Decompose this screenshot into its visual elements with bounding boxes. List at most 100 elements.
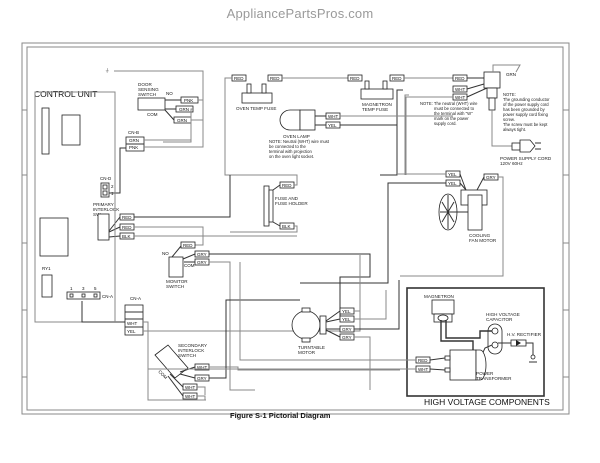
hv-capacitor-label-1: HIGH VOLTAGE: [486, 312, 520, 317]
svg-text:WHT: WHT: [185, 385, 195, 390]
figure-caption: Figure S-1 Pictorial Diagram: [230, 411, 331, 420]
wire-tag-fan-yel1: YEL: [445, 170, 461, 178]
frame-ticks: [22, 109, 569, 378]
note-neutral-cord: NOTE: The neutral (WHT) wire must be con…: [420, 101, 478, 126]
cn-a-connector: 1 3 5 CN-A: [66, 286, 113, 300]
wire-tag-door-grn1: GRN: [175, 105, 194, 113]
wire-tag-pi-red2: RED: [119, 223, 135, 231]
ground-mark: ⏚: [105, 67, 110, 73]
cn-a-block: WHT YEL: [124, 304, 144, 336]
si-label-1: SECONDARY: [178, 343, 207, 348]
wire-tag-mag-red2: RED: [389, 74, 405, 82]
wire-ground-top: [114, 70, 204, 121]
power-cord-label-1: POWER SUPPLY CORD: [500, 156, 552, 161]
svg-text:the terminal with "W": the terminal with "W": [434, 111, 473, 116]
svg-text:COM: COM: [157, 369, 168, 380]
power-cord-terminal-block: [483, 71, 501, 89]
hv-capacitor-label-2: CAPACITOR: [486, 317, 513, 322]
primary-interlock-switch: [97, 213, 110, 241]
cn-d-connector: CN-D 2 1: [100, 176, 114, 198]
wire-tag-fh-blk: BLK: [279, 222, 295, 230]
wire-tag-fan-gry: GRY: [483, 173, 499, 181]
turntable-motor: [291, 310, 321, 340]
svg-text:GRY: GRY: [342, 335, 352, 340]
svg-text:PNK: PNK: [129, 145, 138, 150]
svg-text:NOTE: The neutral (WHT) wire: NOTE: The neutral (WHT) wire: [420, 101, 478, 106]
svg-text:WHT: WHT: [185, 394, 195, 399]
svg-text:must be connected to: must be connected to: [434, 106, 475, 111]
svg-text:mark on the power: mark on the power: [434, 116, 469, 121]
svg-text:GRN: GRN: [179, 107, 189, 112]
cooling-fan-motor: [467, 194, 483, 231]
fuse: [268, 189, 274, 223]
wire-tag-sec-wht3: WHT: [182, 392, 198, 400]
wire-tag-fuse-red1: RED: [231, 74, 247, 82]
svg-text:power supply cord fixing: power supply cord fixing: [503, 112, 549, 117]
svg-text:RED: RED: [122, 215, 132, 220]
svg-text:YEL: YEL: [342, 317, 351, 322]
fuse-holder-label-2: FUSE HOLDER: [275, 201, 308, 206]
fuse-holder-label-1: FUSE AND: [275, 196, 299, 201]
ry1-relay: [41, 274, 53, 298]
wire-tag-fuse-red2: RED: [267, 74, 283, 82]
wire-tag-cord-red: RED: [452, 74, 468, 82]
hv-section-box: [406, 287, 545, 397]
cn-a-block-label: CN-A: [130, 296, 141, 301]
magnetron: [431, 299, 455, 315]
pi-label-1: PRIMARY: [93, 202, 114, 207]
oven-temp-fuse: [241, 92, 273, 104]
pi-label-2: INTERLOCK: [93, 207, 120, 212]
svg-text:supply cord.: supply cord.: [434, 121, 457, 126]
svg-text:GRY: GRY: [197, 260, 207, 265]
svg-text:NO: NO: [166, 91, 173, 96]
control-unit-transformer: [39, 217, 69, 257]
door-switch-label-2: SENSING: [138, 87, 159, 92]
secondary-interlock-switch: [154, 344, 189, 379]
oven-lamp: [279, 109, 301, 131]
svg-text:RED: RED: [418, 358, 428, 363]
magnetron-label: MAGNETRON: [424, 294, 454, 299]
svg-text:2: 2: [111, 184, 114, 189]
oven-lamp-label: OVEN LAMP: [283, 134, 310, 139]
wire-cna-link: [81, 301, 125, 323]
svg-text:BLK: BLK: [122, 234, 131, 239]
inner-frame: [26, 46, 564, 411]
control-unit-chip: [61, 114, 81, 146]
wire-tag-tt-gry1: GRY: [339, 325, 355, 333]
svg-text:YEL: YEL: [448, 172, 457, 177]
monitor-switch-label-2: SWITCH: [166, 284, 184, 289]
door-switch-label-3: SWITCH: [138, 92, 156, 97]
svg-text:be connected to the: be connected to the: [269, 144, 306, 149]
wire-tag-sec-wht2: WHT: [182, 383, 198, 391]
si-label-3: SWITCH: [178, 353, 196, 358]
hv-section-title: HIGH VOLTAGE COMPONENTS: [424, 397, 550, 407]
svg-text:COM: COM: [147, 112, 158, 117]
svg-text:NOTE:: NOTE:: [503, 92, 516, 97]
svg-text:screw.: screw.: [503, 117, 515, 122]
svg-text:GRY: GRY: [486, 175, 496, 180]
note-neutral-lamp: NOTE: Neutral (WHT) wire must be connect…: [269, 139, 330, 159]
si-label-2: INTERLOCK: [178, 348, 205, 353]
note-grounding: NOTE: The grounding conductor of the pow…: [503, 92, 550, 132]
svg-text:RED: RED: [392, 76, 402, 81]
svg-text:RED: RED: [234, 76, 244, 81]
svg-text:always tight.: always tight.: [503, 127, 526, 132]
wire-tag-door-grn2: GRN: [173, 116, 192, 124]
cn-b-label: CN-B: [128, 130, 139, 135]
svg-text:GRY: GRY: [197, 252, 207, 257]
cn-b-connector: GRN PNK: [125, 136, 145, 152]
svg-text:YEL: YEL: [448, 181, 457, 186]
svg-text:YEL: YEL: [342, 309, 351, 314]
svg-text:COM: COM: [184, 263, 195, 268]
svg-text:terminal with projection: terminal with projection: [269, 149, 312, 154]
svg-text:WHT: WHT: [127, 321, 137, 326]
svg-text:WHT: WHT: [455, 87, 465, 92]
svg-text:CN-A: CN-A: [102, 294, 113, 299]
svg-text:BLK: BLK: [282, 224, 291, 229]
power-cord-label-2: 120V 60Hz: [500, 161, 523, 166]
cooling-fan-label-2: FAN MOTOR: [469, 238, 497, 243]
mag-fuse-label-1: MAGNETRON: [362, 102, 392, 107]
turntable-label-1: TURNTABLE: [298, 345, 325, 350]
wire-tag-pi-blk: BLK: [119, 232, 135, 240]
svg-text:has been grounded by: has been grounded by: [503, 107, 546, 112]
